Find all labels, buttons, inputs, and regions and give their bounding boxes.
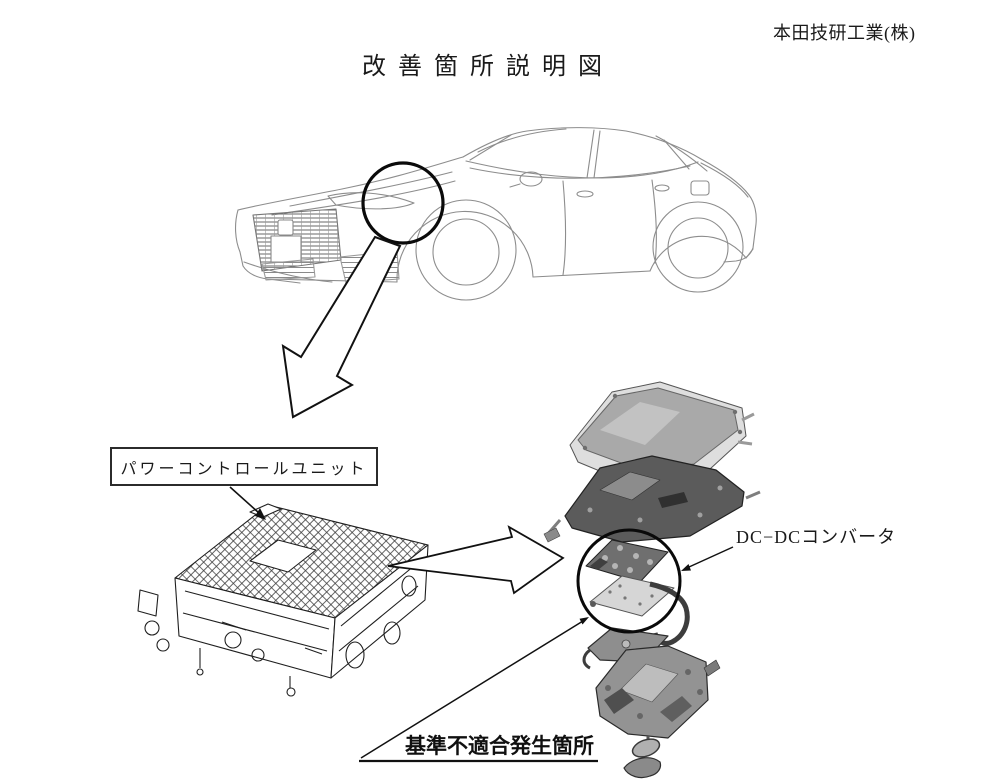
page-title: 改 善 箇 所 説 明 図 bbox=[362, 54, 605, 80]
dcdc-label: DC−DCコンバータ bbox=[736, 527, 897, 547]
exploded-part-inverter-assembly bbox=[543, 455, 761, 543]
pcu-label-box: パワーコントロールユニット bbox=[110, 447, 378, 486]
defect-annotation-circle bbox=[576, 528, 682, 634]
exploded-part-top-cover bbox=[569, 381, 755, 487]
car-drawing bbox=[235, 127, 757, 301]
exploded-view-drawing bbox=[543, 381, 761, 779]
pcu-label-leader-arrow bbox=[229, 486, 266, 520]
exploded-part-clip bbox=[623, 757, 662, 779]
arrow-car-to-pcu bbox=[281, 235, 402, 419]
exploded-part-gasket bbox=[631, 738, 661, 758]
defect-leader-arrow bbox=[360, 617, 589, 759]
arrow-pcu-to-exploded bbox=[387, 525, 565, 595]
defect-label: 基準不適合発生箇所 bbox=[405, 735, 594, 758]
pcu-drawing bbox=[137, 503, 429, 697]
exploded-part-dcdc-converter bbox=[585, 539, 675, 617]
company-name: 本田技研工業(株) bbox=[773, 23, 916, 43]
exploded-part-lower-case bbox=[595, 645, 721, 748]
pcu-label: パワーコントロールユニット bbox=[120, 460, 368, 478]
dcdc-leader-arrow bbox=[681, 546, 734, 571]
car-annotation-circle bbox=[361, 161, 445, 245]
